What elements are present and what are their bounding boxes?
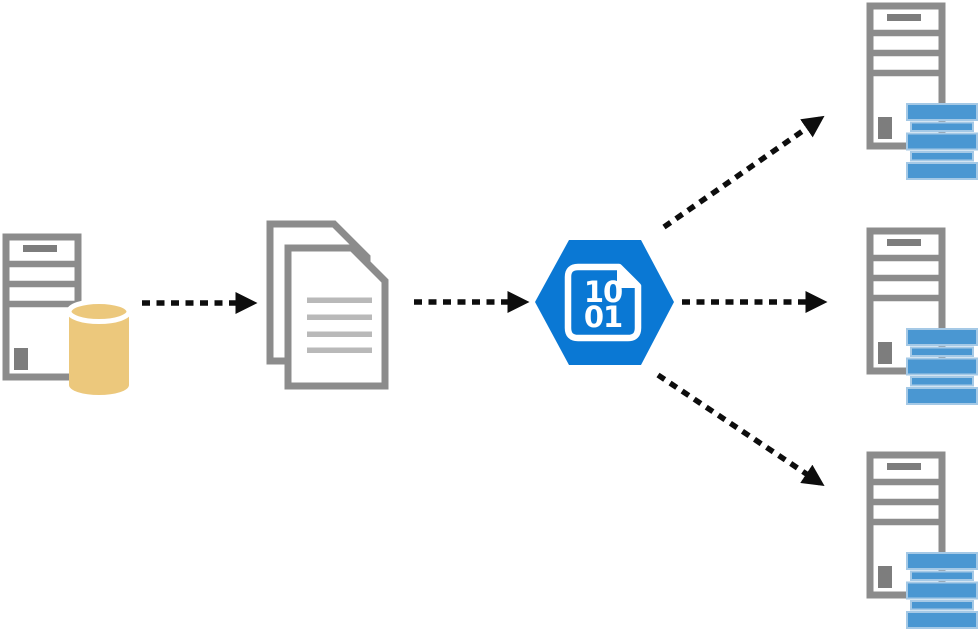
disk-stack-icon	[906, 328, 978, 405]
arrow-processor-to-server-bottom	[656, 372, 825, 487]
disk-wide	[906, 357, 978, 376]
binary-text-top: 10	[584, 275, 622, 309]
disk-narrow	[910, 376, 974, 387]
server-with-disks-icon	[862, 225, 978, 405]
source-server-node	[0, 226, 140, 398]
binary-processor-node: 10 01	[528, 234, 680, 371]
disk-narrow	[910, 151, 974, 162]
folded-corner	[617, 264, 641, 288]
arrow-processor-to-server-top	[662, 115, 825, 230]
binary-file-hexagon-icon: 10 01	[535, 240, 674, 365]
destination-server-node-top	[862, 0, 979, 180]
database-cylinder-icon	[66, 299, 132, 395]
database-bottom	[69, 375, 129, 395]
destination-server-node-bottom	[862, 449, 979, 629]
text-line	[307, 347, 372, 353]
disk-wide	[906, 103, 978, 121]
server-with-disks-icon	[862, 449, 978, 629]
disk-wide	[906, 387, 978, 405]
documents-node	[262, 218, 392, 394]
text-line	[307, 314, 372, 320]
database-cap	[66, 299, 132, 324]
disk-wide	[906, 162, 978, 180]
binary-file-outline	[564, 263, 642, 342]
disk-narrow	[910, 346, 974, 357]
binary-text-bottom: 01	[584, 300, 622, 334]
server-with-database-icon	[0, 226, 132, 395]
disk-wide	[906, 581, 978, 600]
disk-wide	[906, 611, 978, 629]
document-text-lines	[307, 297, 372, 353]
disk-wide	[906, 552, 978, 570]
text-line	[307, 297, 372, 303]
server-with-disks-icon	[862, 0, 978, 180]
disk-narrow	[910, 121, 974, 132]
destination-server-node-middle	[862, 225, 979, 405]
disk-stack-icon	[906, 103, 978, 180]
text-line	[307, 331, 372, 337]
disk-wide	[906, 328, 978, 346]
disk-narrow	[910, 600, 974, 611]
documents-icon	[266, 220, 389, 390]
disk-narrow	[910, 570, 974, 581]
disk-wide	[906, 132, 978, 151]
disk-stack-icon	[906, 552, 978, 629]
